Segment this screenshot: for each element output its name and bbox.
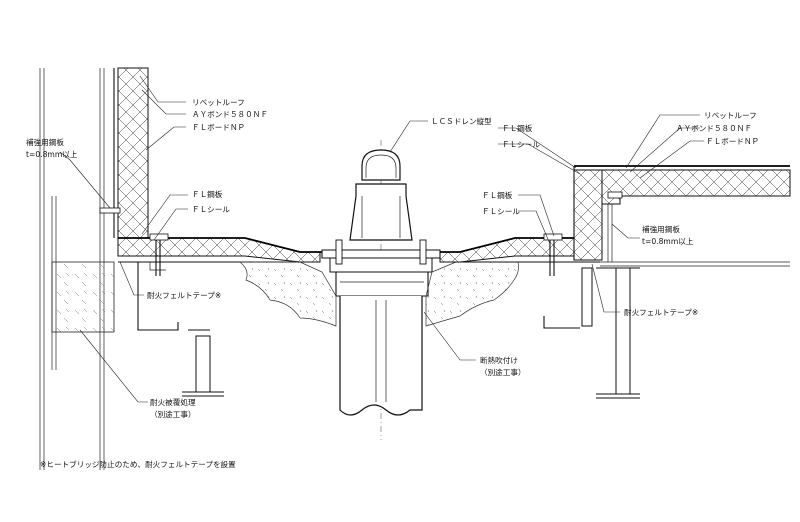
label-right-roof-3: ＦＬボードＮＰ bbox=[706, 137, 759, 146]
footnote: ※ヒートブリッジ防止のため、耐火フェルトテープを設置 bbox=[40, 459, 236, 469]
left-fireproof-block bbox=[51, 261, 115, 333]
labels: リベットルーフ ＡＹボンド５８０ＮＦ ＦＬボードＮＰ 補強用鋼板 t=0.8mm… bbox=[26, 98, 759, 469]
label-left-reinforce-2: t=0.8mm以上 bbox=[26, 150, 78, 159]
label-left-felt: 耐火フェルトテープ※ bbox=[147, 290, 221, 300]
left-wall bbox=[39, 67, 149, 470]
label-left-reinforce-1: 補強用鋼板 bbox=[26, 137, 64, 147]
leader-lines bbox=[59, 75, 704, 403]
label-right-fl-steel: ＦＬ鋼板 bbox=[482, 190, 513, 200]
label-right-reinforce-2: t=0.8mm以上 bbox=[642, 237, 694, 246]
right-steel-beam bbox=[543, 261, 790, 399]
label-right-fl-seal: ＦＬシール bbox=[482, 207, 520, 216]
label-right-roof-2: ＡＹボンド５８０ＮＦ bbox=[676, 124, 752, 133]
label-left-roof-3: ＦＬボードＮＰ bbox=[192, 123, 245, 132]
label-insulation-1: 断熱吹付け bbox=[480, 355, 518, 365]
left-steel-channel bbox=[137, 262, 224, 397]
label-drain: ＬＣＳドレン縦型 bbox=[431, 116, 492, 126]
left-roof-panel bbox=[117, 233, 322, 276]
label-right-reinforce-1: 補強用鋼板 bbox=[642, 224, 680, 234]
right-parapet bbox=[573, 165, 791, 262]
label-right-fl-steel-top: ＦＬ鋼板 bbox=[502, 123, 533, 133]
label-insulation-2: （別途工事） bbox=[480, 367, 526, 377]
label-left-roof-2: ＡＹボンド５８０ＮＦ bbox=[192, 110, 268, 119]
insulation-spray bbox=[239, 261, 519, 327]
label-left-fl-seal: ＦＬシール bbox=[192, 205, 230, 214]
left-reinforce-bolt bbox=[99, 207, 121, 214]
label-left-fl-steel: ＦＬ鋼板 bbox=[192, 189, 223, 199]
left-wall-board bbox=[117, 67, 149, 239]
label-right-roof-1: リベットルーフ bbox=[704, 111, 757, 120]
label-left-fireproof-2: （別途工事） bbox=[150, 409, 196, 419]
drain-unit bbox=[321, 140, 441, 440]
label-left-roof-1: リベットルーフ bbox=[192, 98, 245, 107]
label-right-fl-seal-top: ＦＬシール bbox=[502, 140, 540, 149]
label-left-fireproof-1: 耐火被覆処理 bbox=[150, 397, 196, 407]
right-roof-panel bbox=[439, 233, 600, 276]
label-right-felt: 耐火フェルトテープ※ bbox=[624, 307, 698, 317]
